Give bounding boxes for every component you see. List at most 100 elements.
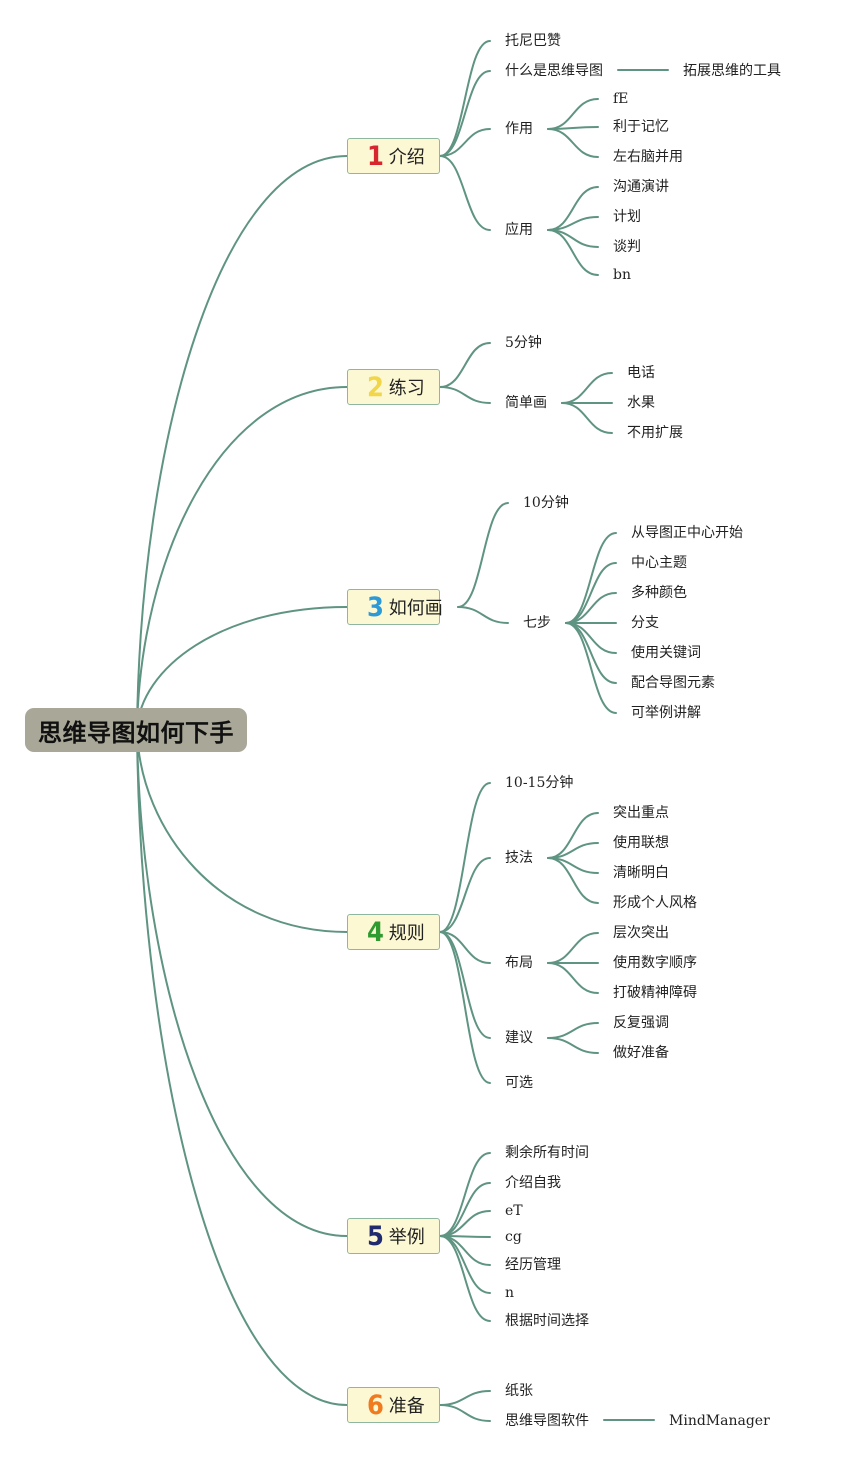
topic-branch-line xyxy=(439,1152,491,1237)
subtopic-branch-line xyxy=(547,128,599,158)
topic-3-number: 3 xyxy=(366,591,384,623)
central-topic-label: 思维导图如何下手 xyxy=(38,718,234,747)
topic-branch-line xyxy=(439,386,491,404)
subtopic[interactable]: 介绍自我 xyxy=(505,1175,561,1191)
topic-branch-line xyxy=(439,1235,491,1266)
topic-4[interactable]: 4 规则 xyxy=(347,914,440,950)
subtopic[interactable]: 简单画 xyxy=(505,395,547,411)
subtopic-branch-line xyxy=(547,857,599,904)
subtopic-branch-line xyxy=(547,962,599,994)
leaf-topic[interactable]: 谈判 xyxy=(613,239,641,255)
root-branch-line xyxy=(136,729,348,933)
subtopic[interactable]: 应用 xyxy=(505,222,533,238)
topic-5-number: 5 xyxy=(366,1220,384,1252)
subtopic-branch-line xyxy=(547,932,599,964)
topic-4-number: 4 xyxy=(366,916,384,948)
leaf-topic[interactable]: 形成个人风格 xyxy=(613,895,697,911)
leaf-topic[interactable]: 左右脑并用 xyxy=(613,149,683,165)
leaf-topic[interactable]: 可举例讲解 xyxy=(631,705,701,721)
topic-2-label: 练习 xyxy=(388,378,425,399)
root-branch-line xyxy=(136,729,348,1237)
topic-3-label: 如何画 xyxy=(388,598,443,619)
leaf-topic[interactable]: 打破精神障碍 xyxy=(613,985,697,1001)
subtopic[interactable]: 10-15分钟 xyxy=(505,775,574,791)
subtopic[interactable]: 可选 xyxy=(505,1075,533,1091)
leaf-topic[interactable]: 拓展思维的工具 xyxy=(683,63,781,79)
topic-branch-line xyxy=(439,782,491,933)
subtopic[interactable]: 作用 xyxy=(505,121,533,137)
subtopic-branch-line xyxy=(565,622,617,684)
subtopic[interactable]: 10分钟 xyxy=(523,495,569,511)
subtopic[interactable]: 纸张 xyxy=(505,1383,533,1399)
leaf-topic[interactable]: 使用关键词 xyxy=(631,645,701,661)
leaf-topic[interactable]: 电话 xyxy=(627,365,655,381)
leaf-topic[interactable]: 反复强调 xyxy=(613,1015,669,1031)
leaf-topic[interactable]: 分支 xyxy=(631,615,659,631)
topic-5[interactable]: 5 举例 xyxy=(347,1218,440,1254)
topic-6[interactable]: 6 准备 xyxy=(347,1387,440,1423)
leaf-topic[interactable]: 中心主题 xyxy=(631,555,687,571)
topic-branch-line xyxy=(439,931,491,964)
subtopic-branch-line xyxy=(565,532,617,624)
leaf-topic[interactable]: 沟通演讲 xyxy=(613,179,669,195)
topic-1[interactable]: 1 介绍 xyxy=(347,138,440,174)
subtopic[interactable]: eT xyxy=(505,1203,523,1219)
subtopic[interactable]: 布局 xyxy=(505,955,533,971)
subtopic-branch-line xyxy=(547,229,599,276)
topic-branch-line xyxy=(439,40,491,157)
leaf-topic[interactable]: 水果 xyxy=(627,395,655,411)
subtopic-branch-line xyxy=(547,1037,599,1054)
topic-branch-line xyxy=(439,1182,491,1237)
leaf-topic[interactable]: 不用扩展 xyxy=(627,425,683,441)
topic-branch-line xyxy=(457,502,509,608)
topic-branch-line xyxy=(439,857,491,933)
subtopic-branch-line xyxy=(547,98,599,130)
subtopic[interactable]: 经历管理 xyxy=(505,1257,561,1273)
leaf-topic[interactable]: 多种颜色 xyxy=(631,585,687,601)
leaf-topic[interactable]: 利于记忆 xyxy=(613,119,669,135)
leaf-topic[interactable]: 清晰明白 xyxy=(613,865,669,881)
topic-1-label: 介绍 xyxy=(388,147,425,168)
subtopic-branch-line xyxy=(565,622,617,714)
central-topic[interactable]: 思维导图如何下手 xyxy=(25,708,247,752)
subtopic[interactable]: 剩余所有时间 xyxy=(505,1145,589,1161)
subtopic[interactable]: 思维导图软件 xyxy=(505,1413,589,1429)
subtopic[interactable]: 技法 xyxy=(505,850,533,866)
subtopic-branch-line xyxy=(547,1022,599,1039)
subtopic[interactable]: cg xyxy=(505,1229,522,1245)
topic-branch-line xyxy=(439,128,491,157)
root-branch-line xyxy=(136,386,348,731)
topic-branch-line xyxy=(439,1235,491,1322)
topic-4-label: 规则 xyxy=(388,923,425,944)
leaf-topic[interactable]: 计划 xyxy=(613,209,641,225)
topic-branch-line xyxy=(439,70,491,157)
leaf-topic[interactable]: 做好准备 xyxy=(613,1045,669,1061)
leaf-topic[interactable]: 从导图正中心开始 xyxy=(631,525,743,541)
subtopic[interactable]: 七步 xyxy=(523,615,551,631)
subtopic[interactable]: 根据时间选择 xyxy=(505,1313,589,1329)
topic-branch-line xyxy=(439,931,491,1084)
leaf-topic[interactable]: bn xyxy=(613,267,631,283)
subtopic-branch-line xyxy=(561,402,613,434)
leaf-topic[interactable]: 使用联想 xyxy=(613,835,669,851)
subtopic-branch-line xyxy=(565,562,617,624)
leaf-topic[interactable]: 使用数字顺序 xyxy=(613,955,697,971)
subtopic[interactable]: 托尼巴赞 xyxy=(505,33,561,49)
subtopic[interactable]: n xyxy=(505,1285,515,1301)
subtopic[interactable]: 建议 xyxy=(505,1030,533,1046)
root-branch-line xyxy=(136,729,348,1406)
subtopic[interactable]: 5分钟 xyxy=(505,335,542,351)
topic-branch-line xyxy=(439,1390,491,1406)
leaf-topic[interactable]: fE xyxy=(613,91,629,107)
topic-3[interactable]: 3 如何画 xyxy=(347,589,443,625)
subtopic[interactable]: 什么是思维导图 xyxy=(505,63,603,79)
leaf-topic[interactable]: MindManager xyxy=(669,1413,770,1429)
leaf-topic[interactable]: 突出重点 xyxy=(613,805,669,821)
topic-6-label: 准备 xyxy=(388,1396,425,1417)
topic-5-label: 举例 xyxy=(388,1227,425,1248)
topic-branch-line xyxy=(439,155,491,231)
topic-2[interactable]: 2 练习 xyxy=(347,369,440,405)
leaf-topic[interactable]: 配合导图元素 xyxy=(631,675,715,691)
leaf-topic[interactable]: 层次突出 xyxy=(613,925,669,941)
